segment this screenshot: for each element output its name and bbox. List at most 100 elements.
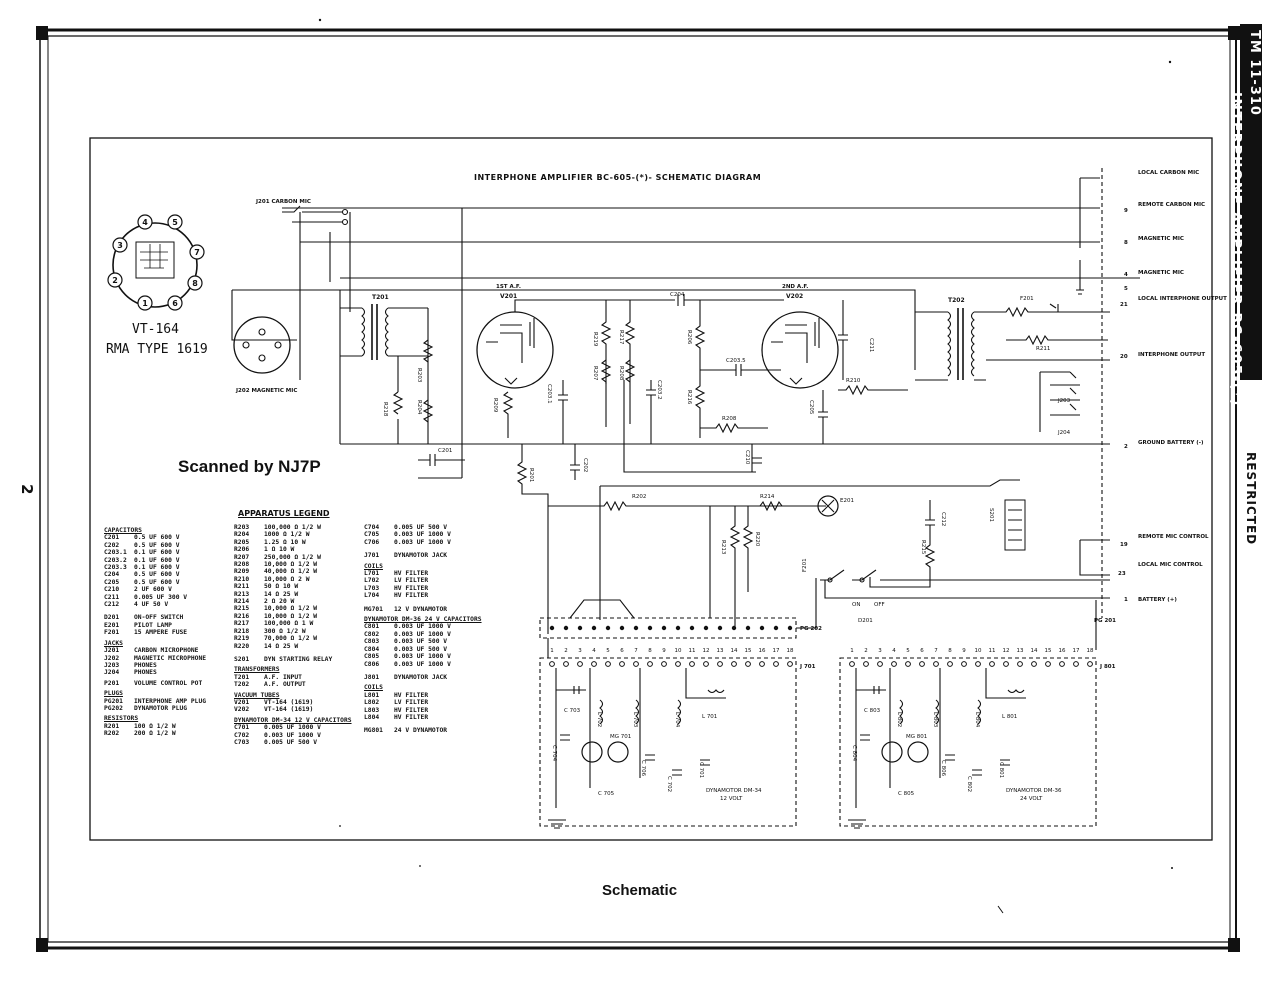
- legend-ref: J202: [104, 654, 120, 662]
- legend-desc: 50 Ω 10 W: [264, 583, 299, 591]
- c701-label: C 701: [698, 762, 704, 778]
- j202-label: J202 MAGNETIC MIC: [235, 388, 297, 394]
- j701-pin-16: 16: [759, 648, 766, 654]
- j801-pin-15: 15: [1045, 648, 1052, 654]
- j701-pin-dot: [717, 661, 723, 667]
- legend-desc: 40,000 Ω 1/2 W: [264, 568, 318, 576]
- j801-pin-dot: [919, 661, 925, 667]
- c804-label: C 804: [851, 745, 857, 762]
- pg202-pin-dot: [563, 625, 569, 631]
- legend-ref: C801: [364, 623, 380, 631]
- legend-ref: R211: [234, 583, 250, 591]
- j701-pin-13: 13: [717, 648, 724, 654]
- legend-ref: E201: [104, 621, 120, 629]
- legend-ref: R215: [234, 605, 250, 613]
- legend-desc: MAGNETIC MICROPHONE: [134, 654, 207, 662]
- p201-top-label: F201: [1020, 296, 1034, 302]
- j801-pin-12: 12: [1003, 648, 1010, 654]
- tube-type: RMA TYPE 1619: [106, 342, 208, 357]
- legend-ref: C212: [104, 601, 120, 609]
- legend-ref: R216: [234, 612, 250, 620]
- j701-pin-dot: [577, 661, 583, 667]
- terminal-5-label: MAGNETIC MIC: [1138, 270, 1184, 276]
- j701-label: J 701: [799, 664, 816, 670]
- legend-jacks-head: JACKS: [104, 639, 123, 647]
- r208-h-label: R208: [722, 416, 737, 422]
- terminal-20-num: 20: [1120, 354, 1128, 360]
- j701-pin-dot: [703, 661, 709, 667]
- legend-desc: 1.25 Ω 10 W: [264, 538, 306, 546]
- r207-label: R207: [592, 366, 598, 381]
- legend-desc: 1000 Ω 1/2 W: [264, 531, 310, 539]
- j701-pin-dot: [773, 661, 779, 667]
- legend-desc: HV FILTER: [394, 691, 429, 699]
- j801-pin-dot: [1045, 661, 1051, 667]
- j801-pin-dot: [1087, 661, 1093, 667]
- legend-desc: 0.5 UF 600 V: [134, 571, 180, 579]
- legend-ref: L703: [364, 584, 380, 592]
- j701-pin-dot: [549, 661, 555, 667]
- legend-desc: 15 AMPERE FUSE: [134, 629, 188, 637]
- stage-2-label: 2ND A.F.: [782, 284, 808, 290]
- legend-ref: R209: [234, 568, 250, 576]
- j801-pin-17: 17: [1073, 648, 1080, 654]
- tube-name: VT-164: [132, 322, 179, 337]
- legend-desc: LV FILTER: [394, 577, 429, 585]
- legend-desc: 0.005 UF 500 V: [394, 524, 448, 531]
- r218-label: R218: [382, 402, 388, 417]
- j202-jack: [233, 316, 291, 374]
- terminal-23-num: 23: [1118, 571, 1126, 577]
- pg202-pin-dot: [661, 625, 667, 631]
- j801-pin-dot: [849, 661, 855, 667]
- j701-pin-5: 5: [606, 648, 610, 654]
- j701-pin-dot: [675, 661, 681, 667]
- j701-pin-8: 8: [648, 648, 652, 654]
- r202-label: R202: [632, 494, 646, 500]
- j701-pin-dot: [689, 661, 695, 667]
- j801-pin-13: 13: [1017, 648, 1024, 654]
- r203-label: R203: [416, 368, 422, 383]
- terminal-1-num: 1: [1124, 597, 1128, 603]
- dm36-name: DYNAMOTOR DM-36: [1006, 788, 1062, 794]
- legend-ref: C203.2: [104, 556, 127, 564]
- j701-pin-17: 17: [773, 648, 780, 654]
- legend-capacitors-head: CAPACITORS: [104, 527, 142, 534]
- legend-coils7-head: COILS: [364, 562, 383, 570]
- legend-ref: R207: [234, 553, 250, 561]
- legend-desc: 0.003 UF 500 V: [394, 645, 448, 653]
- j801-pin-5: 5: [906, 648, 910, 654]
- legend-desc: HV FILTER: [394, 570, 429, 578]
- fuse-label: F201: [802, 558, 808, 572]
- terminal-4-num: 4: [1124, 272, 1128, 278]
- legend-ref: R220: [234, 642, 250, 650]
- legend-ref: J204: [104, 669, 120, 677]
- c805-label: C 805: [898, 791, 915, 797]
- legend-resistors-head: RESISTORS: [104, 715, 139, 723]
- legend-desc: 0.5 UF 600 V: [134, 534, 180, 542]
- legend-ref: J701: [364, 552, 380, 560]
- legend-desc: VT-164 (1619): [264, 698, 314, 706]
- j801-pin-4: 4: [892, 648, 896, 654]
- c801-label: C 801: [998, 762, 1004, 778]
